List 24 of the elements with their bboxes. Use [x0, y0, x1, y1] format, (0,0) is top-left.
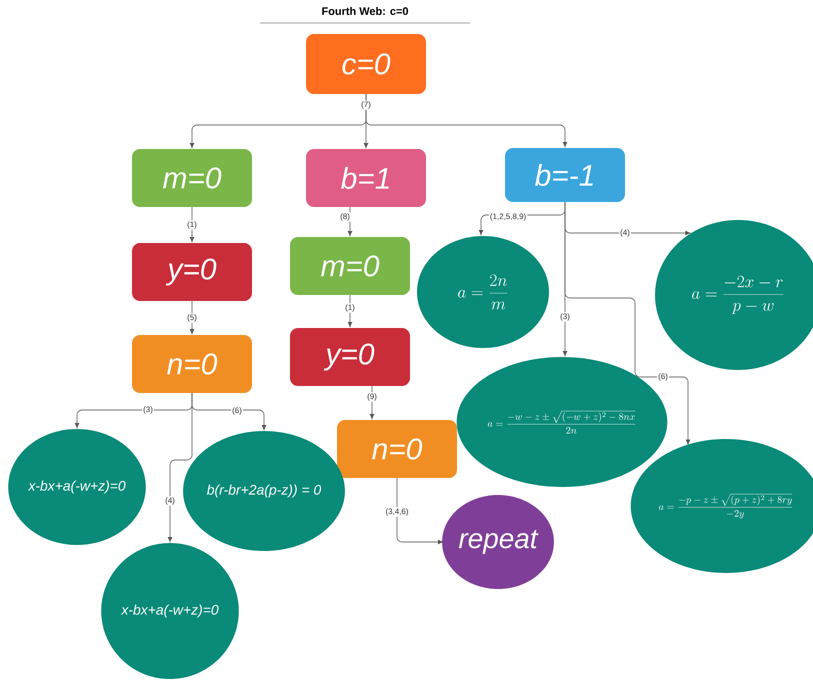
arrow	[348, 206, 352, 236]
process-box: b=-1	[505, 148, 625, 202]
arrow	[370, 386, 374, 420]
ellipse-node: b(r-br+2a(p-z)) = 0	[183, 431, 345, 551]
process-box: c=0	[306, 34, 426, 94]
process-box: b=1	[306, 149, 426, 207]
process-box: m=0	[132, 149, 252, 207]
ellipse-node: x-bx+a(-w+z)=0	[101, 543, 239, 679]
ellipse-node: x-bx+a(-w+z)=0	[8, 429, 146, 545]
arrow	[190, 300, 194, 334]
arrow	[192, 392, 266, 430]
ellipse-node: repeat	[442, 495, 554, 589]
process-box: n=0	[337, 420, 457, 478]
arrow	[564, 202, 690, 445]
arrow	[348, 294, 352, 328]
arrow	[190, 206, 194, 242]
process-box: n=0	[132, 335, 252, 393]
process-box: m=0	[290, 237, 410, 295]
ellipse-node: $a=\frac{2n}{m}$	[417, 236, 549, 348]
arrow	[366, 94, 568, 148]
title: Fourth Web: c=0	[322, 6, 408, 16]
arrow	[396, 478, 444, 544]
process-box: y=0	[290, 328, 410, 386]
process-box: y=0	[132, 243, 252, 301]
